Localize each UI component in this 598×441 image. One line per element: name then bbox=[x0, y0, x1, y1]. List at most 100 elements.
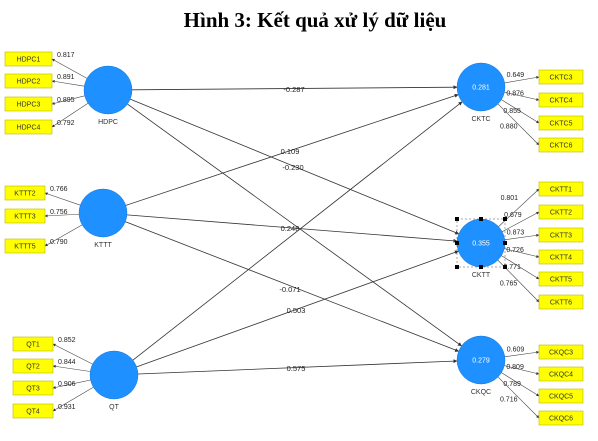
construct-node-qt bbox=[89, 350, 139, 400]
indicator-box-ckqc3 bbox=[538, 344, 584, 360]
indicator-label: CKQC6 bbox=[549, 416, 573, 423]
indicator-box-cktt6 bbox=[538, 294, 584, 310]
indicator-label: CKTT1 bbox=[550, 187, 572, 194]
construct-label-ckqc: CKQC bbox=[471, 389, 491, 396]
selection-handle bbox=[479, 265, 483, 269]
indicator-label: CKQC4 bbox=[549, 372, 573, 379]
loading-value: 0.891 bbox=[57, 74, 75, 81]
loading-link bbox=[497, 376, 540, 419]
path-arrow-kttt-cktc bbox=[125, 93, 459, 206]
path-arrow-qt-ckqc bbox=[137, 359, 458, 375]
indicator-box-cktt3 bbox=[538, 227, 584, 243]
loading-value: 0.855 bbox=[503, 108, 521, 115]
path-coefficient: 0.503 bbox=[287, 306, 306, 315]
path-arrow-kttt-ckqc bbox=[125, 221, 460, 352]
loading-link bbox=[502, 211, 540, 232]
indicator-box-hdpc2 bbox=[4, 73, 53, 89]
construct-node-hdpc bbox=[83, 65, 133, 115]
loading-value: 0.906 bbox=[58, 381, 76, 388]
construct-label-qt: QT bbox=[109, 404, 119, 411]
indicator-label: CKTC4 bbox=[550, 98, 573, 105]
indicator-box-cktt4 bbox=[538, 249, 584, 265]
indicator-box-cktc6 bbox=[538, 137, 584, 153]
loading-link bbox=[44, 192, 81, 206]
indicator-label: CKTC5 bbox=[550, 121, 573, 128]
loading-value: 0.726 bbox=[506, 247, 524, 254]
path-coefficient: -0.230 bbox=[282, 163, 303, 172]
path-arrow-qt-cktc bbox=[132, 101, 463, 361]
construct-label-hdpc: HDPC bbox=[98, 119, 118, 126]
indicator-label: KTTT5 bbox=[14, 244, 35, 251]
construct-label-cktt: CKTT bbox=[472, 272, 491, 279]
indicator-label: CKTC3 bbox=[550, 75, 573, 82]
r-squared-value: 0.279 bbox=[472, 358, 490, 365]
loading-value: 0.679 bbox=[504, 212, 522, 219]
loading-value: 0.844 bbox=[58, 359, 76, 366]
loading-value: 0.792 bbox=[57, 120, 75, 127]
loading-link bbox=[504, 233, 540, 241]
indicator-label: CKQC5 bbox=[549, 394, 573, 401]
loading-link bbox=[501, 372, 540, 397]
loading-link bbox=[51, 79, 85, 87]
loading-value: 0.817 bbox=[57, 52, 75, 59]
indicator-label: CKTT6 bbox=[550, 300, 572, 307]
loading-link bbox=[44, 224, 83, 247]
indicator-label: CKTT3 bbox=[550, 233, 572, 240]
indicator-box-ckqc4 bbox=[538, 366, 584, 382]
loading-value: 0.766 bbox=[50, 186, 68, 193]
loading-value: 0.852 bbox=[58, 337, 76, 344]
path-coefficient: -0.287 bbox=[283, 85, 304, 94]
loading-link bbox=[52, 379, 91, 389]
r-squared-value: 0.355 bbox=[472, 241, 490, 248]
construct-node-ckqc bbox=[456, 335, 506, 385]
loading-link bbox=[51, 58, 88, 79]
loading-value: 0.931 bbox=[58, 404, 76, 411]
path-coefficient: 0.575 bbox=[287, 364, 306, 373]
indicator-label: HDPC2 bbox=[17, 79, 41, 86]
selection-handle bbox=[455, 241, 459, 245]
indicator-label: QT3 bbox=[26, 386, 40, 393]
indicator-label: QT2 bbox=[26, 364, 40, 371]
loading-value: 0.756 bbox=[50, 209, 68, 216]
indicator-label: KTTT2 bbox=[14, 191, 35, 198]
indicator-label: HDPC1 bbox=[17, 57, 41, 64]
loading-link bbox=[504, 365, 540, 375]
path-arrow-hdpc-ckqc bbox=[127, 103, 462, 347]
indicator-label: CKTT5 bbox=[550, 277, 572, 284]
indicator-box-hdpc4 bbox=[4, 119, 53, 135]
loading-link bbox=[497, 103, 540, 146]
selection-handle bbox=[503, 217, 507, 221]
links-layer: 0.8170.8910.8950.7920.7660.7560.7900.852… bbox=[44, 52, 540, 419]
indicator-label: QT4 bbox=[26, 409, 40, 416]
loading-link bbox=[52, 386, 94, 412]
indicator-box-cktc4 bbox=[538, 92, 584, 108]
loading-value: 0.765 bbox=[500, 280, 518, 287]
indicator-box-ckqc6 bbox=[538, 410, 584, 426]
indicator-box-cktt2 bbox=[538, 204, 584, 220]
indicator-box-kttt5 bbox=[4, 238, 46, 254]
page-title: Hình 3: Kết quả xử lý dữ liệu bbox=[184, 8, 447, 32]
r-squared-value: 0.281 bbox=[472, 85, 490, 92]
selection-handle bbox=[455, 217, 459, 221]
indicator-box-hdpc1 bbox=[4, 51, 53, 67]
path-coefficient: 0.248 bbox=[281, 224, 300, 233]
loading-value: 0.801 bbox=[501, 195, 519, 202]
indicator-box-cktt5 bbox=[538, 271, 584, 287]
selection-handle bbox=[503, 265, 507, 269]
indicator-box-cktc3 bbox=[538, 69, 584, 85]
indicator-box-qt2 bbox=[12, 358, 54, 374]
indicator-box-kttt2 bbox=[4, 185, 46, 201]
indicator-box-ckqc5 bbox=[538, 388, 584, 404]
loading-value: 0.876 bbox=[506, 90, 524, 97]
loading-link bbox=[504, 248, 540, 258]
loading-link bbox=[504, 91, 540, 101]
indicator-box-cktc5 bbox=[538, 115, 584, 131]
indicator-box-hdpc3 bbox=[4, 96, 53, 112]
loading-link bbox=[52, 343, 93, 365]
construct-node-cktc bbox=[456, 62, 506, 112]
selection-handle bbox=[479, 217, 483, 221]
construct-label-cktc: CKTC bbox=[471, 116, 490, 123]
